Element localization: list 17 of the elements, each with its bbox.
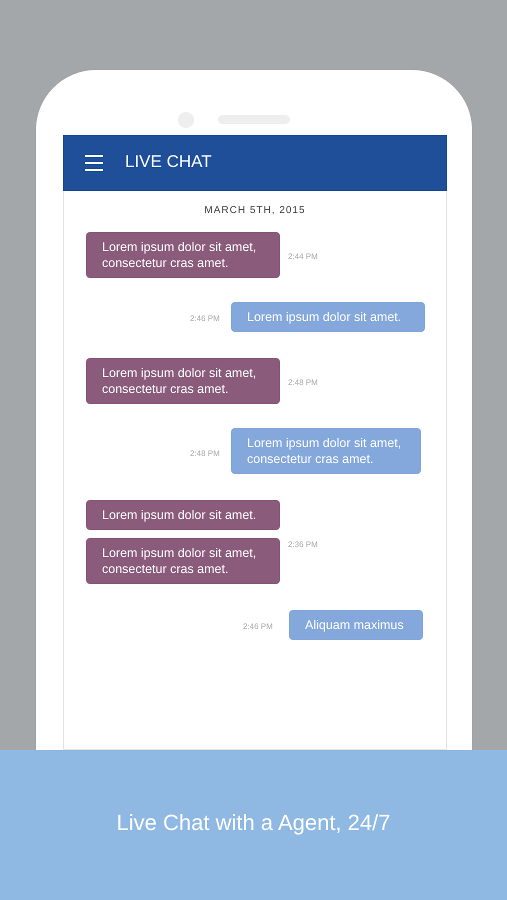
timestamp: 2:48 PM	[190, 449, 220, 458]
chat-bubble: Lorem ipsum dolor sit amet, consectetur cras amet.	[86, 232, 280, 278]
timestamp: 2:46 PM	[190, 314, 220, 323]
chat-bubble: Lorem ipsum dolor sit amet.	[231, 302, 425, 332]
chat-bubble: Lorem ipsum dolor sit amet.	[86, 500, 280, 530]
chat-bubble: Lorem ipsum dolor sit amet, consectetur cras amet.	[86, 358, 280, 404]
chat-bubble: Lorem ipsum dolor sit amet, consectetur cras amet.	[86, 538, 280, 584]
chat-bubble: Aliquam maximus	[289, 610, 423, 640]
timestamp: 2:48 PM	[288, 378, 318, 387]
date-label: MARCH 5TH, 2015	[203, 205, 307, 216]
header-bar	[63, 135, 447, 191]
chat-bubble: Lorem ipsum dolor sit amet, consectetur cras amet.	[231, 428, 421, 474]
timestamp: 2:46 PM	[243, 622, 273, 631]
timestamp: 2:36 PM	[288, 540, 318, 549]
caption-text: Live Chat with a Agent, 24/7	[116, 810, 392, 836]
header-title: LIVE CHAT	[125, 152, 212, 172]
timestamp: 2:44 PM	[288, 252, 318, 261]
